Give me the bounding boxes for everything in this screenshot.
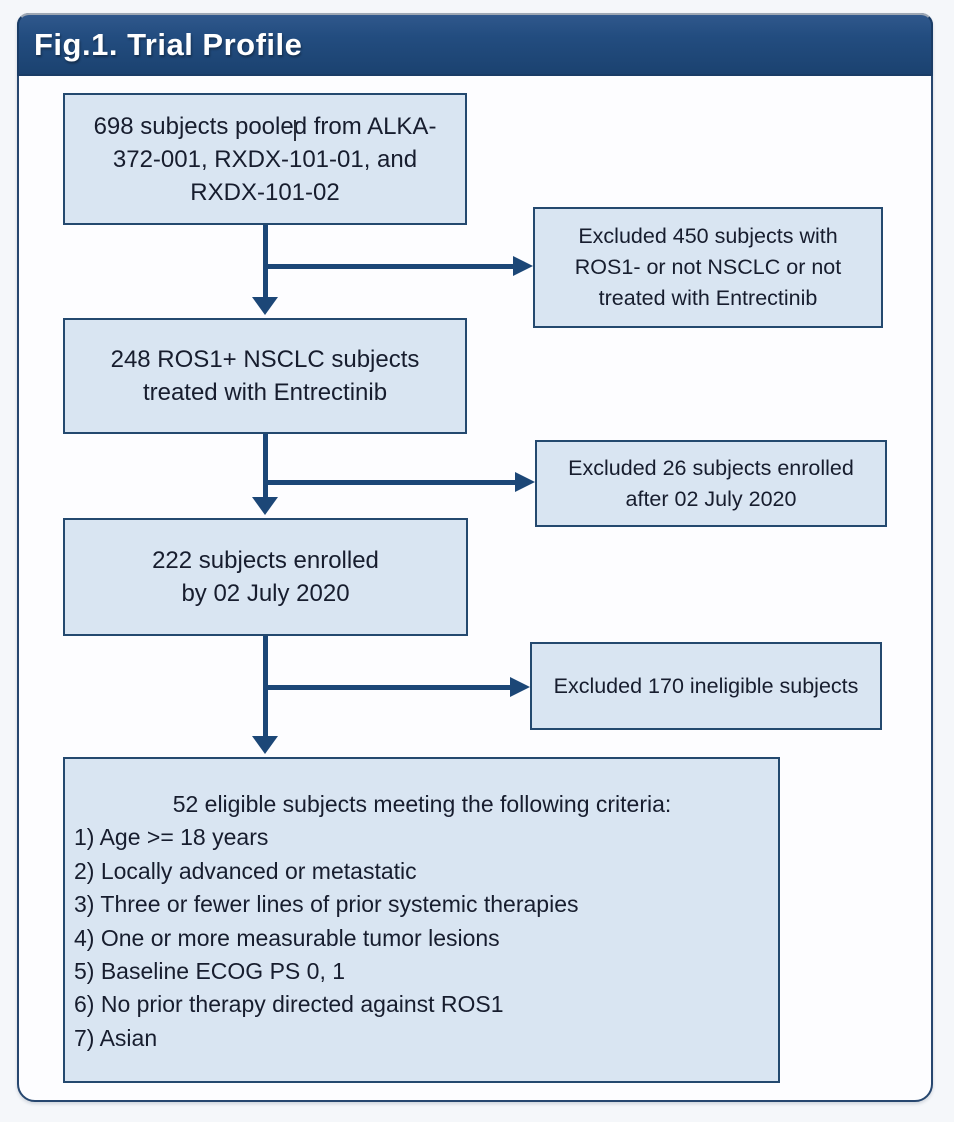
flow-box-excluded-450: Excluded 450 subjects with ROS1- or not … bbox=[533, 207, 883, 328]
criterion-item: 6) No prior therapy directed against ROS… bbox=[74, 991, 504, 1018]
arrow-down-icon bbox=[252, 497, 278, 515]
connector-line-branch-2 bbox=[263, 480, 515, 485]
criterion-item: 3) Three or fewer lines of prior systemi… bbox=[74, 891, 579, 918]
connector-line-vertical-1 bbox=[263, 225, 268, 298]
criterion-item: 1) Age >= 18 years bbox=[74, 824, 269, 851]
box-text-line: 248 ROS1+ NSCLC subjects bbox=[110, 346, 420, 373]
arrow-right-icon bbox=[513, 256, 533, 276]
flow-box-eligible-criteria: 52 eligible subjects meeting the followi… bbox=[63, 757, 780, 1083]
box-text-line: by 02 July 2020 bbox=[181, 580, 350, 607]
box-text-line: 372-001, RXDX-101-01, and bbox=[112, 145, 418, 173]
text-cursor-artifact bbox=[294, 120, 296, 141]
flow-box-pooled-subjects: 698 subjects pooled from ALKA- 372-001, … bbox=[63, 93, 467, 225]
box-text-line: ROS1- or not NSCLC or not bbox=[574, 255, 842, 279]
criterion-item: 7) Asian bbox=[74, 1024, 158, 1051]
arrow-right-icon bbox=[515, 472, 535, 492]
figure-title: Fig.1. Trial Profile bbox=[34, 26, 303, 62]
box-text-line: 698 subjects pooled from ALKA- bbox=[93, 112, 437, 140]
box-text-line: treated with Entrectinib bbox=[142, 379, 388, 406]
box-text-line: 222 subjects enrolled bbox=[152, 547, 379, 574]
box-text-line: RXDX-101-02 bbox=[190, 178, 340, 206]
arrow-down-icon bbox=[252, 297, 278, 315]
flow-box-ros1-treated: 248 ROS1+ NSCLC subjects treated with En… bbox=[63, 318, 467, 434]
box-text-line: after 02 July 2020 bbox=[625, 486, 797, 511]
arrow-down-icon bbox=[252, 736, 278, 754]
connector-line-vertical-2 bbox=[263, 434, 268, 498]
box-text-line: Excluded 450 subjects with bbox=[578, 224, 838, 248]
flow-box-excluded-170: Excluded 170 ineligible subjects bbox=[530, 642, 882, 730]
criterion-item: 5) Baseline ECOG PS 0, 1 bbox=[74, 958, 346, 985]
box-text-line: Excluded 26 subjects enrolled bbox=[568, 455, 854, 480]
flow-box-excluded-26: Excluded 26 subjects enrolled after 02 J… bbox=[535, 440, 887, 527]
box-text-line: Excluded 170 ineligible subjects bbox=[553, 673, 859, 698]
criterion-item: 2) Locally advanced or metastatic bbox=[74, 857, 417, 884]
connector-line-branch-1 bbox=[263, 264, 513, 269]
eligible-heading: 52 eligible subjects meeting the followi… bbox=[172, 791, 672, 817]
figure-header: Fig.1. Trial Profile bbox=[17, 13, 933, 76]
box-text-line: treated with Entrectinib bbox=[598, 286, 818, 310]
flow-box-enrolled: 222 subjects enrolled by 02 July 2020 bbox=[63, 518, 468, 636]
criterion-item: 4) One or more measurable tumor lesions bbox=[74, 924, 500, 951]
connector-line-branch-3 bbox=[263, 685, 510, 690]
arrow-right-icon bbox=[510, 677, 530, 697]
